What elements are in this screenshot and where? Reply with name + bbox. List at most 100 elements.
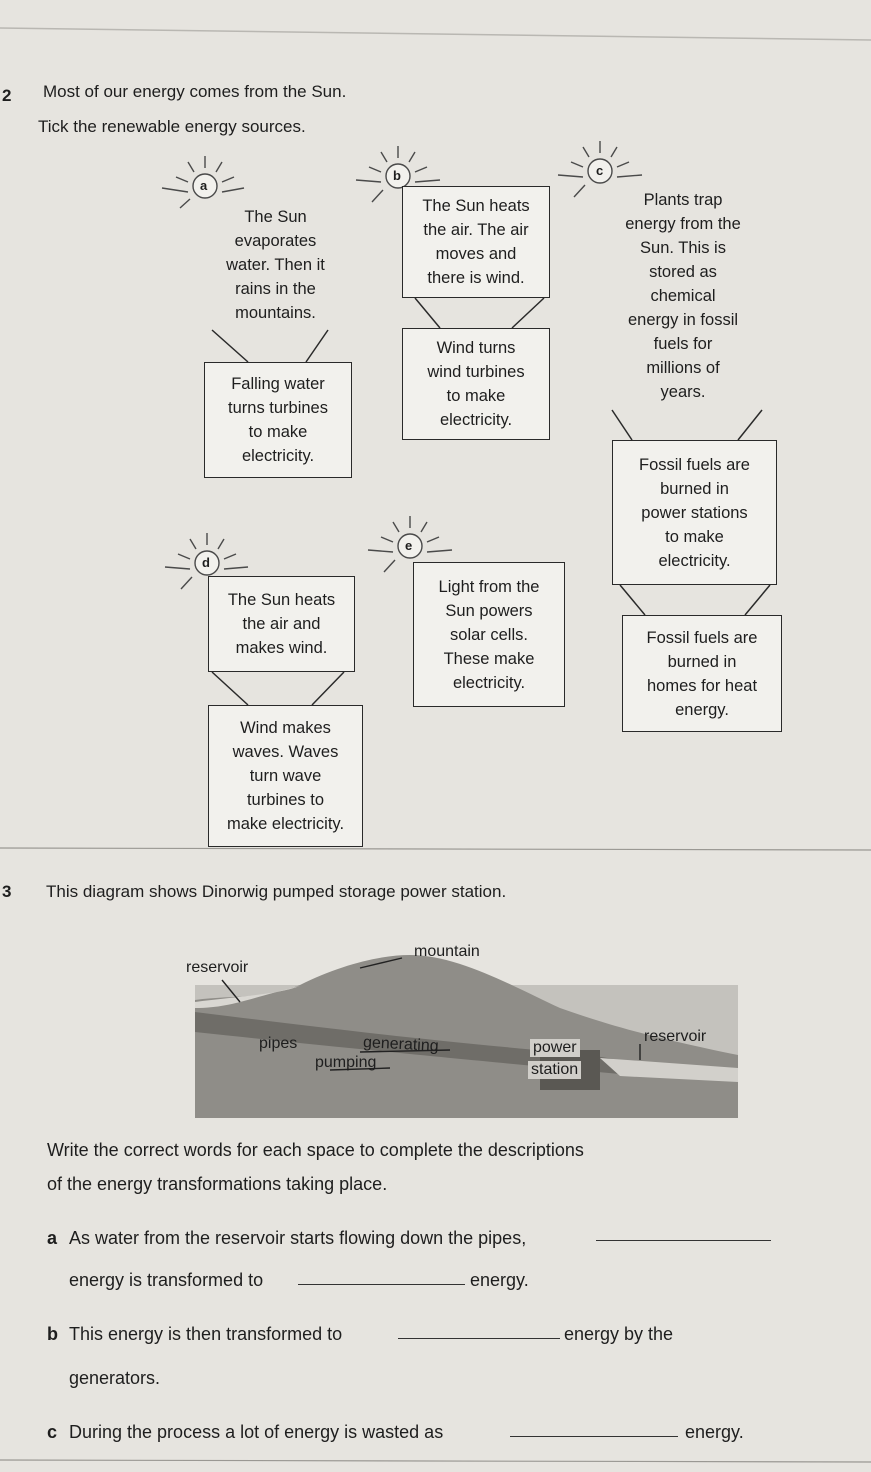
question-number-2: 2 xyxy=(2,86,12,105)
answer-blank-b[interactable] xyxy=(398,1338,560,1339)
chain-a-source-line: rains in the xyxy=(235,280,316,298)
chain-a-source-line: The Sun xyxy=(244,208,307,226)
chain-c-source-line: energy in fossil xyxy=(627,311,739,329)
chain-a-result-line: electricity. xyxy=(241,447,315,465)
chain-c-result-line: homes for heat xyxy=(646,676,758,695)
q3-part-c-line1-pre: During the process a lot of energy is wa… xyxy=(69,1422,444,1442)
chain-a-result-line: to make xyxy=(248,423,308,441)
chain-b-source-line: The Sun heats xyxy=(422,197,530,215)
q3-part-a-line1: As water from the reservoir starts flowi… xyxy=(69,1228,527,1248)
q2-intro: Most of our energy comes from the Sun. xyxy=(43,82,347,101)
chain-label-a: a xyxy=(200,178,208,193)
chain-a-source-line: water. Then it xyxy=(226,256,325,274)
chain-d-result-box: Wind makes waves. Waves turn wave turbin… xyxy=(208,705,363,847)
label-pumping: pumping xyxy=(315,1054,377,1071)
chain-c-result-line: Fossil fuels are xyxy=(646,628,758,647)
label-power: power xyxy=(530,1039,580,1057)
chain-c-middle-line: to make xyxy=(665,527,724,546)
question-number-3: 3 xyxy=(2,882,12,901)
chain-b-result-line: wind turbines xyxy=(427,363,525,381)
chain-c-middle-line: electricity. xyxy=(658,551,731,570)
chain-label-c: c xyxy=(596,163,604,178)
chain-label-e: e xyxy=(405,538,413,553)
chain-c-middle-line: burned in xyxy=(660,479,729,498)
dinorwig-diagram xyxy=(195,955,738,1118)
chain-label-d: d xyxy=(202,555,210,570)
label-reservoir-top: reservoir xyxy=(186,959,249,976)
chain-c-middle-line: Fossil fuels are xyxy=(639,455,750,474)
q3-part-c-line1-post: energy. xyxy=(685,1422,744,1442)
q3-part-a-label: a xyxy=(47,1228,58,1248)
chain-c-source-line: fuels for xyxy=(653,335,713,353)
label-reservoir-bottom: reservoir xyxy=(644,1028,707,1045)
chain-e-source-box: Light from the Sun powers solar cells. T… xyxy=(413,562,565,707)
q3-part-a-line2-pre: energy is transformed to xyxy=(69,1270,264,1290)
chain-b-result-line: to make xyxy=(446,387,506,405)
chain-a-source-box: The Sun evaporates water. Then it rains … xyxy=(212,200,339,330)
chain-c-source-line: Plants trap xyxy=(643,191,723,209)
chain-c-middle-box: Fossil fuels are burned in power station… xyxy=(612,440,777,585)
q3-part-a-line2-post: energy. xyxy=(470,1270,529,1290)
chain-b-source-line: moves and xyxy=(435,245,517,263)
chain-d-result-line: Wind makes xyxy=(240,719,331,737)
chain-c-result-line: energy. xyxy=(675,700,729,719)
answer-blank-a2[interactable] xyxy=(298,1284,465,1285)
chain-e-source-line: solar cells. xyxy=(450,625,528,644)
connector-c xyxy=(611,409,771,616)
sun-icon-b xyxy=(355,146,441,203)
chain-c-source-line: years. xyxy=(660,383,706,401)
chain-b-source-box: The Sun heats the air. The air moves and… xyxy=(402,186,550,298)
connector-d xyxy=(211,671,345,706)
q3-instruction-line1: Write the correct words for each space t… xyxy=(47,1140,584,1160)
q3-part-b-line1-pre: This energy is then transformed to xyxy=(69,1324,343,1344)
chain-d-result-line: make electricity. xyxy=(226,815,345,833)
chain-e-source-line: Sun powers xyxy=(445,601,533,620)
label-station: station xyxy=(528,1061,582,1079)
chain-e-source-line: These make xyxy=(443,649,535,668)
chain-c-source-box: Plants trap energy from the Sun. This is… xyxy=(604,182,762,410)
chain-e-source-line: Light from the xyxy=(438,577,540,596)
chain-b-result-line: Wind turns xyxy=(436,339,516,357)
chain-label-b: b xyxy=(393,168,401,183)
label-pipes: pipes xyxy=(259,1035,298,1052)
chain-a-result-box: Falling water turns turbines to make ele… xyxy=(204,362,352,478)
chain-c-middle-line: power stations xyxy=(641,503,748,522)
q3-part-b-line1-post: energy by the xyxy=(564,1324,674,1344)
chain-d-result-line: turbines to xyxy=(246,791,325,809)
connector-b xyxy=(414,297,545,329)
q3-intro: This diagram shows Dinorwig pumped stora… xyxy=(46,882,507,901)
chain-c-result-line: burned in xyxy=(667,652,737,671)
chain-c-source-line: energy from the xyxy=(625,215,741,233)
chain-b-result-box: Wind turns wind turbines to make electri… xyxy=(402,328,550,440)
chain-c-source-line: chemical xyxy=(650,287,716,305)
label-mountain: mountain xyxy=(414,943,480,960)
sun-icon-c xyxy=(557,141,643,198)
q3-part-b-label: b xyxy=(47,1324,58,1344)
sun-icon-e xyxy=(367,516,453,573)
chain-c-result-box: Fossil fuels are burned in homes for hea… xyxy=(622,615,782,732)
sun-icon-a xyxy=(161,156,245,209)
chain-b-source-line: the air. The air xyxy=(423,221,529,239)
q3-part-c-label: c xyxy=(47,1422,58,1442)
connector-a xyxy=(211,329,329,363)
chain-e-source-line: electricity. xyxy=(452,673,526,692)
answer-blank-a1[interactable] xyxy=(596,1240,771,1241)
chain-b-result-line: electricity. xyxy=(439,411,513,429)
chain-c-source-line: Sun. This is xyxy=(640,239,726,257)
chain-c-source-line: millions of xyxy=(646,359,720,377)
chain-d-source-box: The Sun heats the air and makes wind. xyxy=(208,576,355,672)
sun-icon-d xyxy=(164,533,249,590)
chain-a-result-line: turns turbines xyxy=(228,399,328,417)
chain-d-result-line: waves. Waves xyxy=(232,743,339,761)
chain-b-source-line: there is wind. xyxy=(427,269,525,287)
chain-a-source-line: evaporates xyxy=(234,232,317,250)
chain-d-source-line: the air and xyxy=(242,615,321,633)
chain-a-source-line: mountains. xyxy=(235,304,316,322)
answer-blank-c[interactable] xyxy=(510,1436,678,1437)
chain-d-source-line: makes wind. xyxy=(235,639,328,657)
q3-instruction-line2: of the energy transformations taking pla… xyxy=(47,1174,388,1194)
chain-a-result-line: Falling water xyxy=(231,375,325,393)
chain-c-source-line: stored as xyxy=(649,263,717,281)
chain-d-result-line: turn wave xyxy=(249,767,322,785)
